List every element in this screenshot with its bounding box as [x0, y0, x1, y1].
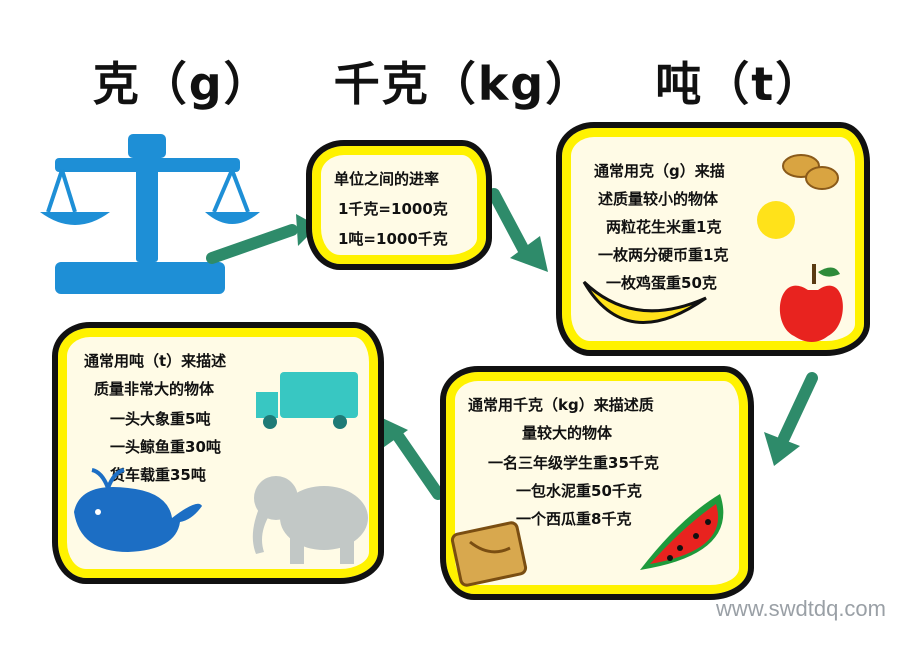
kilogram-box: 通常用千克（kg）来描述质 量较大的物体 一名三年级学生重35千克 一包水泥重5…	[440, 366, 754, 600]
diagram-title: 克（g） 千克（kg） 吨（t）	[0, 48, 916, 114]
ton-desc-1: 通常用吨（t）来描述	[84, 352, 227, 370]
arrow-icon	[488, 188, 548, 272]
elephant-icon	[252, 476, 368, 564]
apple-icon	[779, 264, 843, 342]
ton-example-truck: 货车载重35吨	[110, 466, 206, 484]
banana-icon	[582, 280, 707, 324]
kilogram-example-watermelon: 一个西瓜重8千克	[516, 510, 632, 528]
kilogram-example-cement: 一包水泥重50千克	[516, 482, 642, 500]
truck-icon	[256, 372, 358, 429]
watermark: www.swdtdq.com	[716, 596, 886, 621]
gram-example-peanut: 两粒花生米重1克	[606, 218, 722, 236]
peanut-icon	[782, 154, 839, 190]
ton-example-elephant: 一头大象重5吨	[110, 410, 211, 428]
ton-box: 通常用吨（t）来描述 质量非常大的物体 一头大象重5吨 一头鲸鱼重30吨 货车载…	[52, 322, 384, 584]
conversion-heading: 单位之间的进率	[334, 170, 440, 188]
whale-icon	[74, 468, 202, 552]
conversion-ton-rate: 1吨=1000千克	[338, 230, 448, 248]
ton-desc-2: 质量非常大的物体	[94, 380, 215, 398]
conversion-box: 单位之间的进率 1千克=1000克 1吨=1000千克	[306, 140, 492, 270]
gram-desc-2: 述质量较小的物体	[598, 190, 719, 208]
ton-example-whale: 一头鲸鱼重30吨	[110, 438, 221, 456]
gram-desc-1: 通常用克（g）来描	[594, 162, 725, 180]
title-gram: 克（g）	[92, 57, 272, 111]
gram-illustrations	[582, 154, 843, 342]
coin-icon	[757, 201, 795, 239]
kilogram-desc-2: 量较大的物体	[522, 424, 613, 442]
balance-scale-icon	[40, 134, 260, 294]
kilogram-desc-1: 通常用千克（kg）来描述质	[468, 396, 654, 414]
conversion-kg-rate: 1千克=1000克	[338, 200, 448, 218]
gram-box: 通常用克（g）来描 述质量较小的物体 两粒花生米重1克 一枚两分硬币重1克 一枚…	[556, 122, 870, 356]
cement-bag-icon	[450, 521, 528, 587]
arrow-icon	[378, 416, 444, 500]
ton-illustrations	[74, 372, 368, 564]
arrow-icon	[764, 372, 818, 466]
gram-example-egg: 一枚鸡蛋重50克	[606, 274, 717, 292]
watermelon-icon	[640, 494, 724, 570]
title-ton: 吨（t）	[655, 57, 824, 111]
kilogram-example-student: 一名三年级学生重35千克	[488, 454, 659, 472]
kilogram-illustrations	[450, 494, 724, 587]
gram-example-coin: 一枚两分硬币重1克	[598, 246, 729, 264]
title-kilogram: 千克（kg）	[333, 57, 594, 111]
